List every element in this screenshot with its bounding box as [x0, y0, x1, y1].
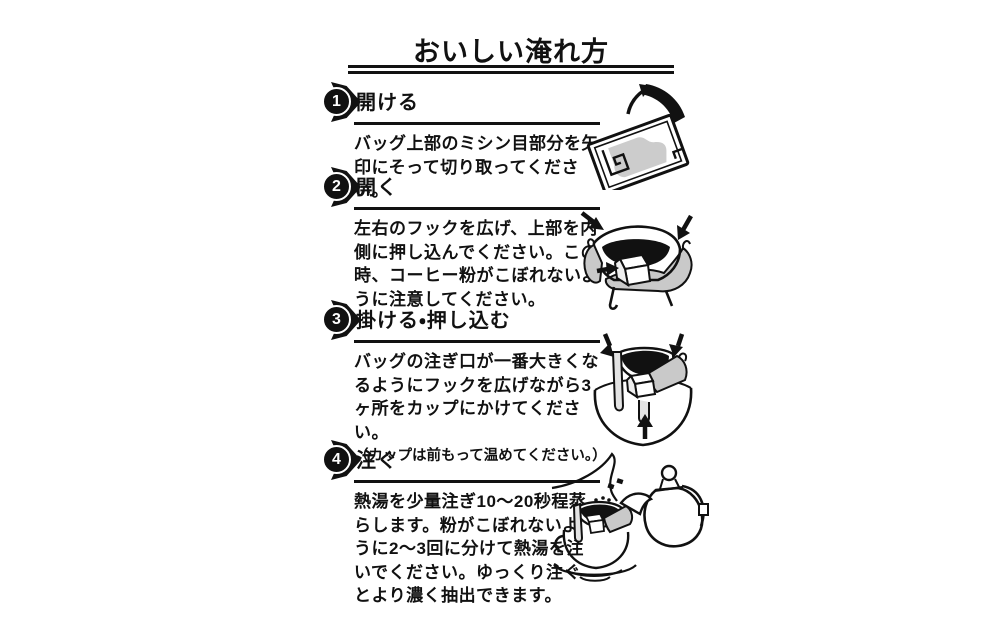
- step-3-heading: 掛ける・押し込む: [354, 302, 600, 343]
- step-2: 2 開く 左右のフックを広げ、上部を内側に押し込んでください。この時、コーヒー粉…: [322, 167, 600, 311]
- step-3: 3 掛ける・押し込む バッグの注ぎ口が一番大きくなるようにフックを広げながら3ヶ…: [322, 300, 607, 467]
- push-arrow-icons: [580, 211, 693, 276]
- step-3-number: 3: [322, 305, 351, 334]
- step-1-body: バッグ上部のミシン目部分を矢印にそって切り取ってください。: [354, 134, 599, 200]
- water-drops-icon: [607, 478, 624, 490]
- step-4-number: 4: [322, 445, 351, 474]
- hang-on-cup-illustration: [593, 333, 693, 447]
- step-2-badge: 2: [322, 166, 362, 208]
- step-3-badge: 3: [322, 299, 362, 341]
- step-3-note: （カップは前もって温めてください。）: [354, 448, 607, 464]
- title-double-rule: [348, 65, 674, 74]
- step-1-number: 1: [322, 87, 351, 116]
- step-2-body: 左右のフックを広げ、上部を内側に押し込んでください。この時、コーヒー粉がこぼれな…: [354, 219, 599, 309]
- torn-strip-icon: [641, 84, 685, 123]
- step-4-body: 熱湯を少量注ぎ10〜20秒程蒸らします。粉がこぼれないように2〜3回に分けて熱湯…: [354, 492, 587, 605]
- press-arrow-icons: [600, 333, 685, 439]
- step-1-badge: 1: [322, 81, 362, 123]
- step-4: 4 注ぐ 熱湯を少量注ぎ10〜20秒程蒸らします。粉がこぼれないように2〜3回に…: [322, 440, 600, 608]
- step-1: 1 開ける バッグ上部のミシン目部分を矢印にそって切り取ってください。: [322, 82, 600, 203]
- page-title: おいしい淹れ方: [413, 37, 609, 67]
- tear-open-package-illustration: [586, 84, 690, 190]
- steam-icon: [551, 452, 618, 502]
- curved-arrow-icon: [626, 89, 645, 115]
- step-4-badge: 4: [322, 439, 362, 481]
- step-3-body: バッグの注ぎ口が一番大きくなるようにフックを広げながら3ヶ所をカップにかけてくだ…: [354, 352, 599, 442]
- pour-hot-water-illustration: [551, 452, 709, 582]
- cup-and-bag-icon: [553, 496, 637, 582]
- step-2-heading: 開く: [354, 169, 600, 210]
- open-drip-bag-illustration: [580, 211, 693, 311]
- step-2-number: 2: [322, 172, 351, 201]
- kettle-icon: [619, 464, 709, 548]
- step-4-heading: 注ぐ: [354, 442, 600, 483]
- step-1-heading: 開ける: [354, 84, 600, 125]
